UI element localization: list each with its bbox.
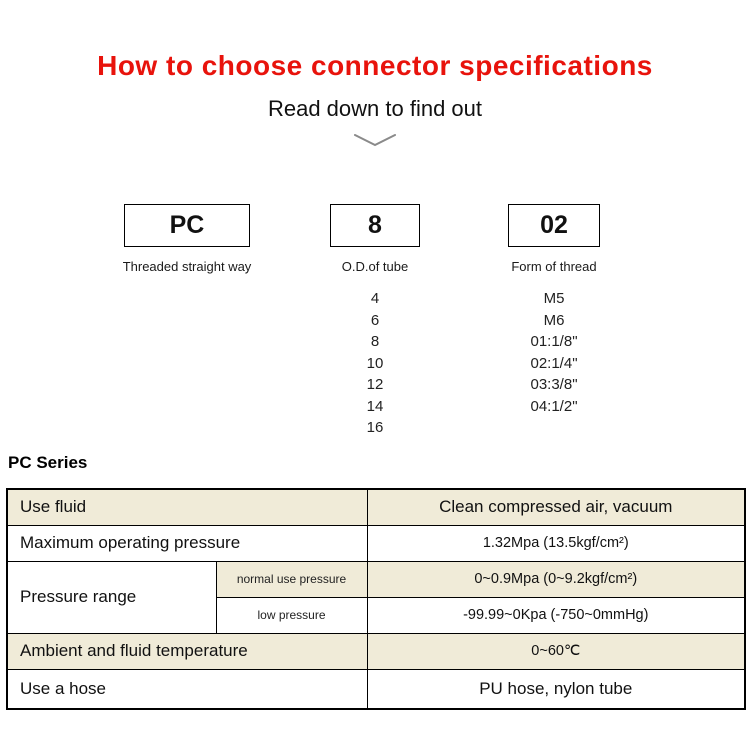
page-title: How to choose connector specifications (97, 50, 653, 81)
tube-od-option: 10 (366, 354, 384, 372)
thread-form-option: M5 (543, 290, 565, 307)
tube-od-option: 4 (370, 290, 380, 307)
tube-od-options: 4 6 8 10 12 14 16 (290, 288, 460, 439)
series-title: PC Series (8, 453, 88, 472)
model-code-diagram: How to choose connector specifications R… (0, 50, 750, 472)
use-fluid-label: Use fluid (6, 488, 368, 526)
low-pressure-value: -99.99~0Kpa (-750~0mmHg) (366, 596, 746, 634)
chevron-down-icon (0, 132, 750, 153)
tube-od-option: 6 (370, 311, 380, 329)
thread-form-option: M6 (543, 311, 565, 329)
table-row-pressure-low: low pressure -99.99~0Kpa (-750~0mmHg) (7, 596, 746, 634)
temperature-label: Ambient and fluid temperature (6, 632, 368, 670)
hose-label: Use a hose (6, 668, 368, 710)
code-box-series: PC (124, 204, 250, 247)
tube-od-option: 12 (366, 376, 384, 393)
label-tube-od: O.D.of tube (341, 259, 409, 274)
table-row-max-pressure: Maximum operating pressure 1.32Mpa (13.5… (6, 524, 746, 562)
table-row-use-fluid: Use fluid Clean compressed air, vacuum (6, 488, 746, 526)
code-box-thread: 02 (508, 204, 600, 247)
max-pressure-value: 1.32Mpa (13.5kgf/cm²) (366, 524, 746, 562)
normal-pressure-label: normal use pressure (215, 560, 368, 598)
table-row-pressure-normal: Pressure range normal use pressure 0~0.9… (6, 560, 746, 634)
tube-od-option: 8 (370, 333, 380, 350)
max-pressure-label: Maximum operating pressure (6, 524, 368, 562)
normal-pressure-value: 0~0.9Mpa (0~9.2kgf/cm²) (366, 560, 746, 598)
label-thread: Form of thread (511, 259, 597, 274)
tube-od-option: 16 (366, 419, 384, 436)
label-series: Threaded straight way (122, 259, 252, 274)
pressure-range-label: Pressure range (6, 560, 217, 634)
table-row-temperature: Ambient and fluid temperature 0~60℃ (6, 632, 746, 670)
table-row-hose: Use a hose PU hose, nylon tube (6, 668, 746, 710)
thread-form-option: 04:1/2" (530, 397, 578, 415)
hose-value: PU hose, nylon tube (366, 668, 746, 710)
temperature-value: 0~60℃ (366, 632, 746, 670)
thread-form-option: 03:3/8" (530, 376, 578, 393)
thread-form-option: 02:1/4" (530, 354, 578, 372)
thread-form-options: M5 M6 01:1/8" 02:1/4" 03:3/8" 04:1/2" (469, 288, 639, 417)
tube-od-option: 14 (366, 397, 384, 415)
page-subtitle: Read down to find out (267, 96, 483, 121)
spec-table: Use fluid Clean compressed air, vacuum M… (6, 488, 747, 710)
thread-form-option: 01:1/8" (530, 333, 578, 350)
code-box-tube-od: 8 (330, 204, 420, 247)
low-pressure-label: low pressure (215, 596, 368, 634)
use-fluid-value: Clean compressed air, vacuum (366, 488, 746, 526)
